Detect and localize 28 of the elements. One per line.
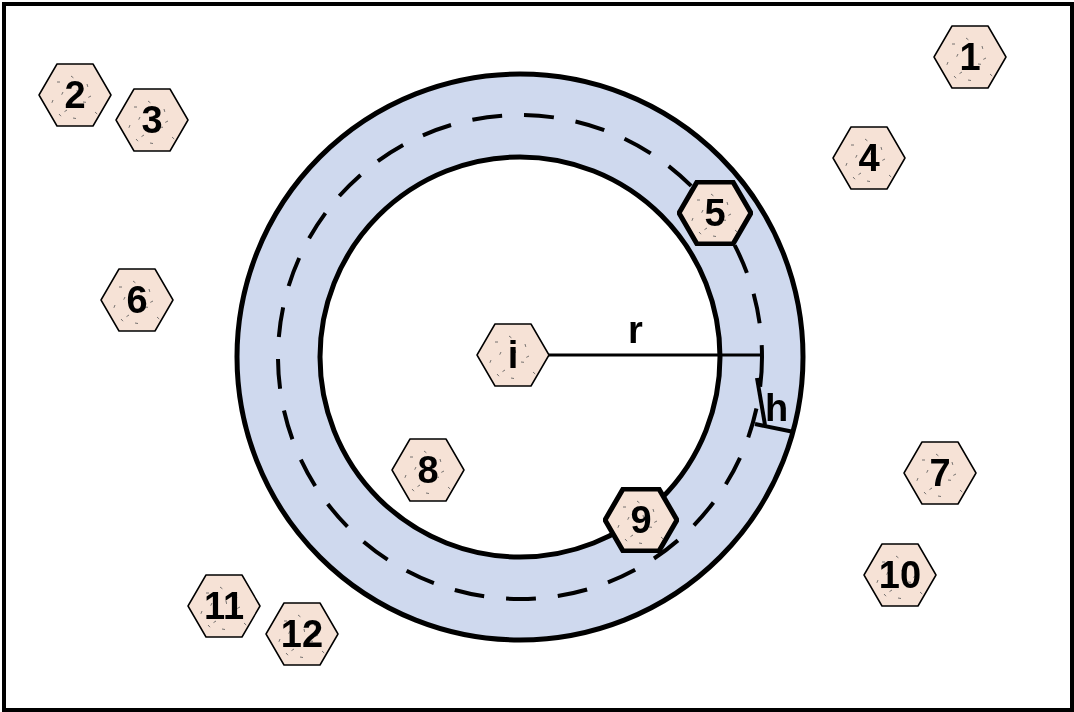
tile-number: 8 [416, 450, 440, 490]
tile-number: 9 [629, 500, 653, 540]
tile-number: 6 [125, 280, 149, 320]
hexagon-tile [902, 440, 978, 506]
hexagon-tile [186, 573, 262, 639]
hexagon-tile [475, 322, 551, 388]
hexagon-tile [603, 487, 679, 553]
tile-number: 2 [63, 75, 87, 115]
hexagon-tile [862, 542, 938, 608]
tile-number: 4 [857, 138, 881, 178]
tile-number: 5 [703, 193, 727, 233]
tile-number: 7 [928, 453, 952, 493]
dimension-label: h [765, 388, 789, 428]
hexagon-tile [37, 62, 113, 128]
hexagon-tile [932, 24, 1008, 90]
hexagon-tile [831, 125, 907, 191]
tile-number: 11 [202, 586, 246, 626]
hexagon-tile [99, 267, 175, 333]
hexagon-tile [114, 87, 190, 153]
tile-number: 1 [958, 37, 982, 77]
tile-number: 3 [140, 100, 164, 140]
tile-number: 12 [279, 614, 325, 654]
dimension-label: r [628, 310, 643, 350]
hexagon-tile [264, 601, 340, 667]
tile-number: i [506, 335, 520, 375]
tile-number: 10 [877, 555, 923, 595]
hexagon-tile [677, 180, 753, 246]
hexagon-tile [390, 437, 466, 503]
